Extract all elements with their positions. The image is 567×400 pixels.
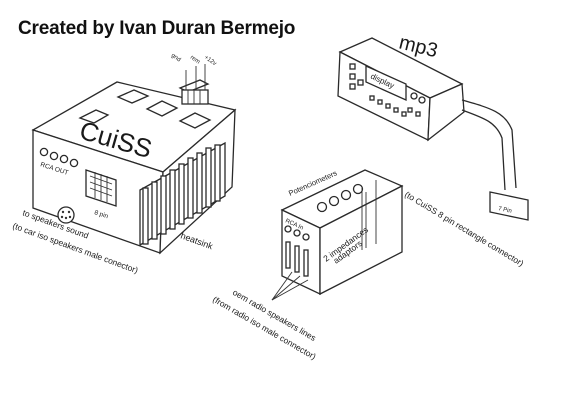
speaker-round-connector <box>57 206 75 224</box>
eight-pin-connector <box>85 169 117 207</box>
mp3-display <box>365 64 407 102</box>
top-pad-3 <box>178 112 212 129</box>
mp3-right-face <box>427 83 465 142</box>
mp3-cable-a <box>461 99 517 189</box>
rca-out-jacks <box>39 147 79 168</box>
seven-pin-connector <box>489 191 529 221</box>
mp3-buttons <box>349 63 426 117</box>
seven-pin-label: 7 Pin <box>498 206 513 215</box>
gnd-label: gnd <box>170 53 182 64</box>
heatsink-label: heatsink <box>179 230 214 251</box>
top-pad-4 <box>78 109 110 124</box>
diagram-title: Created by Ivan Duran Bermejo <box>18 18 296 39</box>
adaptor-box: Potenciometers RCA In 2 impedances adapt… <box>211 168 526 361</box>
mp3-cable-b <box>461 109 506 191</box>
eight-pin-label: 8 pin <box>93 209 109 220</box>
power-terminal-block <box>178 64 210 105</box>
cuiss-amplifier-box: gnd rem +12v CuiSS RCA OUT <box>11 53 237 275</box>
top-pad-2 <box>145 100 179 117</box>
rem-label: rem <box>189 55 201 66</box>
rca-in-jacks <box>284 225 310 241</box>
speaker-line-ports <box>285 241 309 277</box>
potentiometers <box>316 183 364 213</box>
top-pad-1 <box>116 89 150 104</box>
heatsink-fins <box>139 141 226 247</box>
adaptor-right-face <box>319 184 403 296</box>
mp3-unit: mp3 display <box>337 32 529 221</box>
